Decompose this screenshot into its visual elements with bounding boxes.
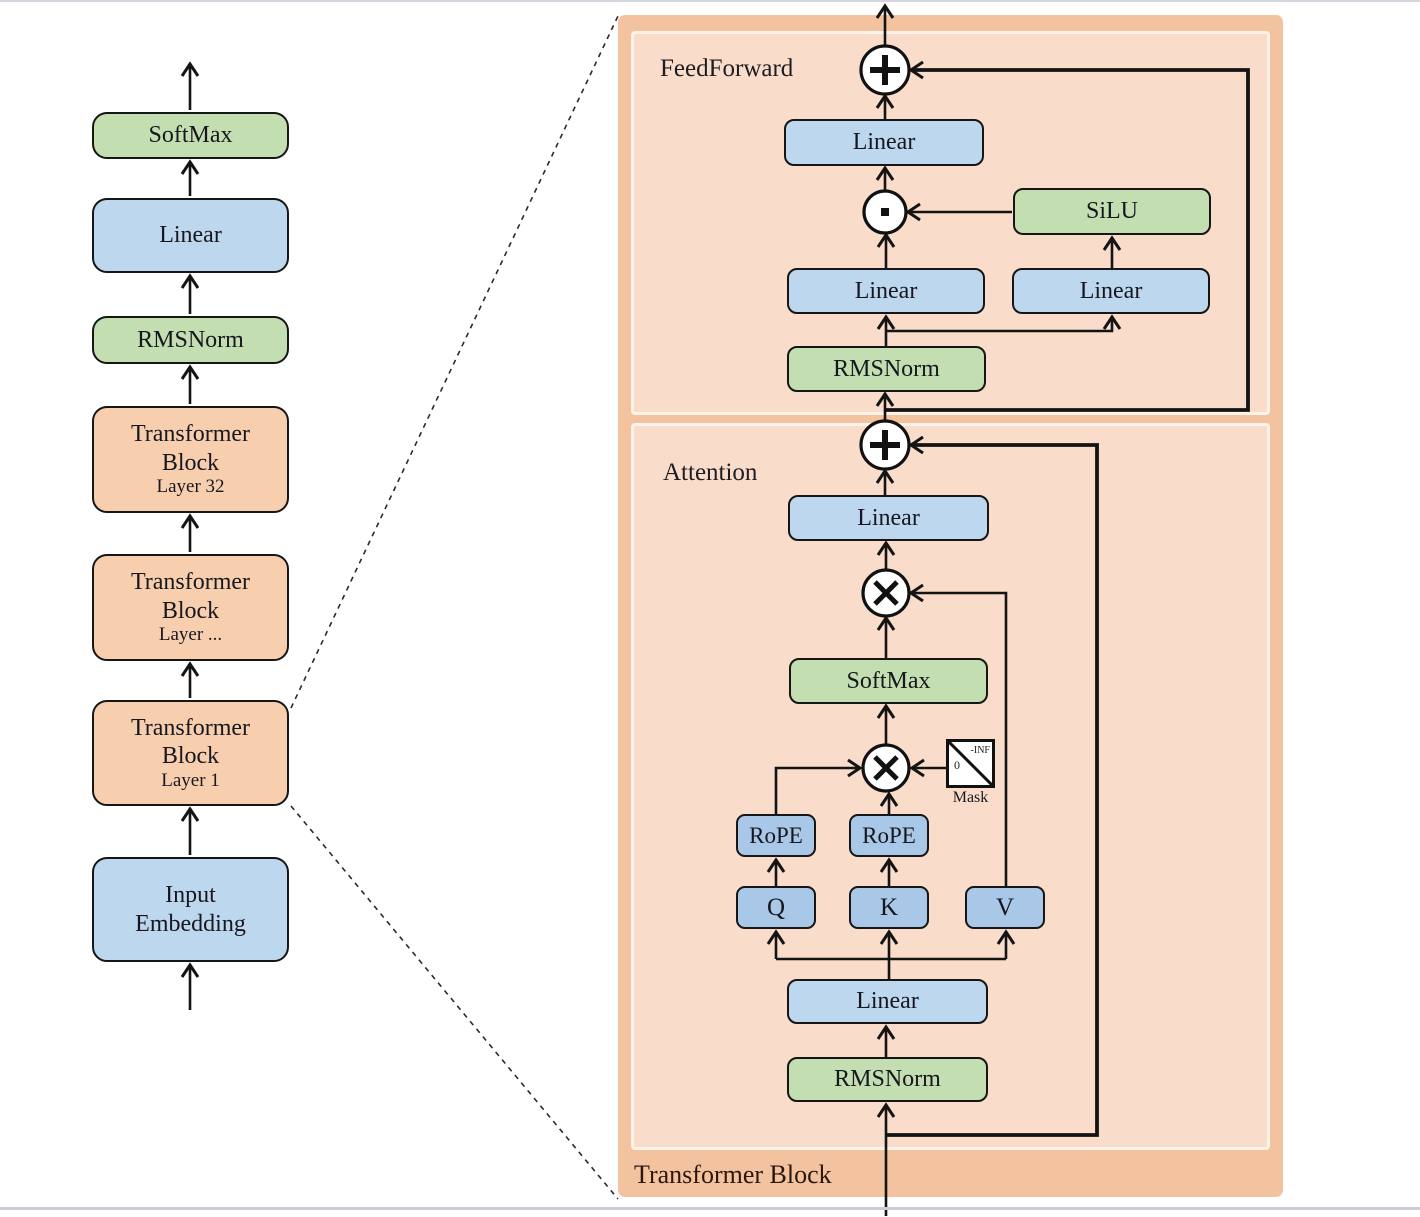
block-label: Linear [159, 222, 222, 249]
block-label: RMSNorm [137, 326, 244, 353]
left-rmsnorm-block: RMSNorm [92, 316, 289, 364]
block-sublabel: Layer 1 [161, 769, 220, 791]
att-softmax-block: SoftMax [789, 658, 988, 704]
att-linear-out-block: Linear [788, 495, 989, 541]
att-rope-q-block: RoPE [736, 814, 816, 857]
left-transformer-block-1: Transformer Block Layer 1 [92, 700, 289, 806]
block-label: Linear [1079, 277, 1143, 304]
block-label: RMSNorm [833, 355, 940, 382]
block-label: K [879, 893, 899, 921]
att-rope-k-block: RoPE [849, 814, 929, 857]
bottom-border-line [0, 1207, 1420, 1210]
block-label: Q [766, 893, 786, 921]
attention-section-label: Attention [663, 459, 758, 486]
transformer-block-title: Transformer Block [634, 1160, 832, 1189]
ff-silu-block: SiLU [1013, 188, 1211, 235]
block-label: Linear [856, 988, 919, 1015]
block-label: RMSNorm [834, 1066, 941, 1093]
block-label: SoftMax [846, 667, 931, 694]
block-sublabel: Layer 32 [156, 476, 225, 498]
att-v-block: V [965, 886, 1045, 929]
ff-rmsnorm-block: RMSNorm [787, 346, 986, 392]
mask-inf-value: -INF [970, 745, 990, 756]
left-linear-block: Linear [92, 198, 289, 273]
block-label: Transformer Block [130, 421, 251, 476]
block-label: Transformer Block [130, 569, 251, 624]
block-sublabel: Layer ... [158, 624, 223, 646]
causal-mask-icon: -INF 0 [946, 739, 995, 788]
block-label: Linear [854, 277, 918, 304]
zoom-callout-line-bottom [290, 805, 619, 1200]
top-border-line [0, 0, 1420, 2]
block-label: Transformer Block [130, 714, 251, 770]
left-transformer-block-32: Transformer Block Layer 32 [92, 406, 289, 513]
att-linear-in-block: Linear [787, 979, 988, 1024]
att-rmsnorm-block: RMSNorm [787, 1057, 988, 1102]
block-label: Linear [852, 129, 916, 156]
block-label: SiLU [1085, 198, 1138, 225]
mask-zero-value: 0 [954, 758, 960, 772]
block-label: RoPE [749, 822, 803, 848]
block-label: Input Embedding [135, 882, 246, 937]
block-label: SoftMax [148, 122, 233, 149]
zoom-callout-line-top [290, 15, 619, 709]
left-transformer-block-dots: Transformer Block Layer ... [92, 554, 289, 661]
mask-diagonal [947, 740, 994, 787]
ff-linear-gate-block: Linear [787, 268, 985, 314]
mask-label: Mask [952, 789, 989, 806]
block-label: V [995, 893, 1015, 921]
att-k-block: K [849, 886, 929, 929]
feedforward-section-label: FeedForward [660, 55, 794, 82]
left-softmax-block: SoftMax [92, 112, 289, 159]
ff-linear-out-block: Linear [784, 119, 984, 166]
block-label: RoPE [862, 822, 916, 848]
block-label: Linear [857, 504, 920, 531]
ff-linear-up-block: Linear [1012, 268, 1210, 314]
left-input-embedding-block: Input Embedding [92, 857, 289, 962]
att-q-block: Q [736, 886, 816, 929]
